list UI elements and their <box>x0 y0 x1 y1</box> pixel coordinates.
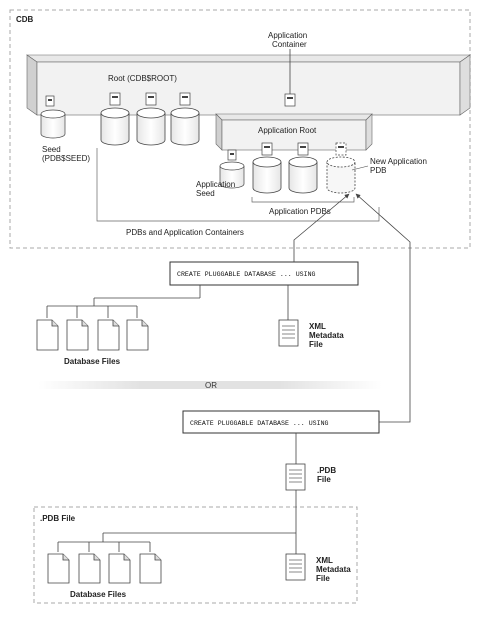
pdb-database-2 <box>136 92 166 146</box>
lower-db-files-label: Database Files <box>70 590 127 599</box>
app-container-label-line1: Application <box>268 31 307 40</box>
application-pdb-1 <box>252 142 282 194</box>
upper-arrow-to-new-pdb <box>293 193 350 262</box>
new-app-pdb-label-line1: New Application <box>370 157 427 166</box>
new-app-pdb-leader <box>351 165 369 171</box>
seed-label-line2: (PDB$SEED) <box>42 154 90 163</box>
upper-db-file-1 <box>36 319 59 351</box>
or-label: OR <box>205 381 217 390</box>
app-root-label: Application Root <box>258 126 317 135</box>
pdbs-app-containers-label: PDBs and Application Containers <box>126 228 244 237</box>
lower-file-tree <box>57 532 296 552</box>
lower-db-file-2 <box>78 553 101 584</box>
pdb-file-icon <box>285 463 306 491</box>
upper-command-box <box>169 261 359 286</box>
upper-command-text: CREATE PLUGGABLE DATABASE ... USING <box>177 271 316 278</box>
pdb-archive-label: .PDB File <box>40 514 76 523</box>
application-pdb-2 <box>288 142 318 194</box>
application-root-box <box>215 113 373 151</box>
seed-label-line1: Seed <box>42 145 61 154</box>
app-container-label-line2: Container <box>272 40 307 49</box>
lower-xml-label-line2: Metadata <box>316 565 351 574</box>
app-seed-label-line2: Seed <box>196 189 215 198</box>
upper-file-tree <box>46 285 201 318</box>
pdb-archive-container <box>33 506 358 604</box>
cdb-container <box>9 9 471 249</box>
upper-xml-label-line1: XML <box>309 322 326 331</box>
new-application-pdb <box>326 142 356 194</box>
new-app-pdb-label-line2: PDB <box>370 166 386 175</box>
lower-xml-label-line1: XML <box>316 556 333 565</box>
application-seed-database <box>219 149 245 189</box>
lower-command-text: CREATE PLUGGABLE DATABASE ... USING <box>190 420 329 427</box>
app-root-plug-icon <box>284 93 296 107</box>
upper-db-files-label: Database Files <box>64 357 121 366</box>
lower-db-file-1 <box>47 553 70 584</box>
or-separator-band <box>38 381 382 389</box>
lower-xml-label-line3: File <box>316 574 330 583</box>
lower-db-file-3 <box>108 553 131 584</box>
lower-arrow-to-new-pdb <box>355 193 411 423</box>
cdb-label: CDB <box>16 15 34 24</box>
upper-db-file-3 <box>97 319 120 351</box>
seed-database <box>40 95 66 139</box>
upper-xml-label-line3: File <box>309 340 323 349</box>
lower-xml-file-icon <box>285 553 306 581</box>
upper-db-file-2 <box>66 319 89 351</box>
pdb-file-label-line1: .PDB <box>317 466 336 475</box>
app-pdbs-bracket <box>251 197 355 203</box>
pdb-file-label-line2: File <box>317 475 331 484</box>
upper-db-file-4 <box>126 319 149 351</box>
pdb-database-3 <box>170 92 200 146</box>
app-pdbs-label: Application PDBs <box>269 207 331 216</box>
upper-xml-file-icon <box>278 319 299 347</box>
lower-db-file-4 <box>139 553 162 584</box>
upper-xml-label-line2: Metadata <box>309 331 344 340</box>
pdb-database-1 <box>100 92 130 146</box>
app-seed-label-line1: Application <box>196 180 235 189</box>
root-container-box <box>26 54 471 116</box>
root-label: Root (CDB$ROOT) <box>108 74 177 83</box>
